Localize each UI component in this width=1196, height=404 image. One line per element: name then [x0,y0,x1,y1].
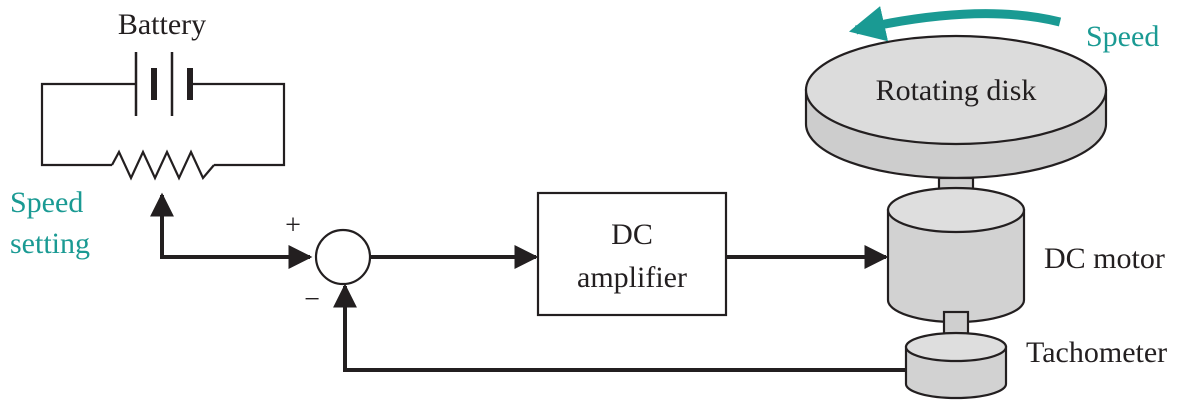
speed-setting-label-line1: Speed [10,186,83,219]
battery-icon [134,52,193,116]
summing-junction [314,228,372,286]
dc-motor-label: DC motor [1044,242,1165,275]
plus-sign: + [285,210,301,241]
rotating-disk-label: Rotating disk [876,74,1037,107]
potentiometer-resistor-icon [111,149,215,181]
feedback-signal-line [333,283,906,372]
speed-label: Speed [1086,20,1159,53]
dc-amplifier-block [536,191,728,317]
dc-amplifier-label-line2: amplifier [577,261,687,294]
tachometer-label: Tachometer [1026,336,1167,369]
battery-circuit: Battery [40,8,286,181]
rotating-disk [804,34,1108,180]
dc-amplifier-label-line1: DC [611,218,653,251]
speed-rotation-arrow-icon [848,6,1062,42]
tachometer [904,331,1008,400]
battery-label: Battery [118,8,206,41]
speed-setting-label-line2: setting [10,227,90,260]
minus-sign: − [304,284,320,315]
battery-circuit-wire [40,82,286,167]
dc-motor [886,186,1026,324]
